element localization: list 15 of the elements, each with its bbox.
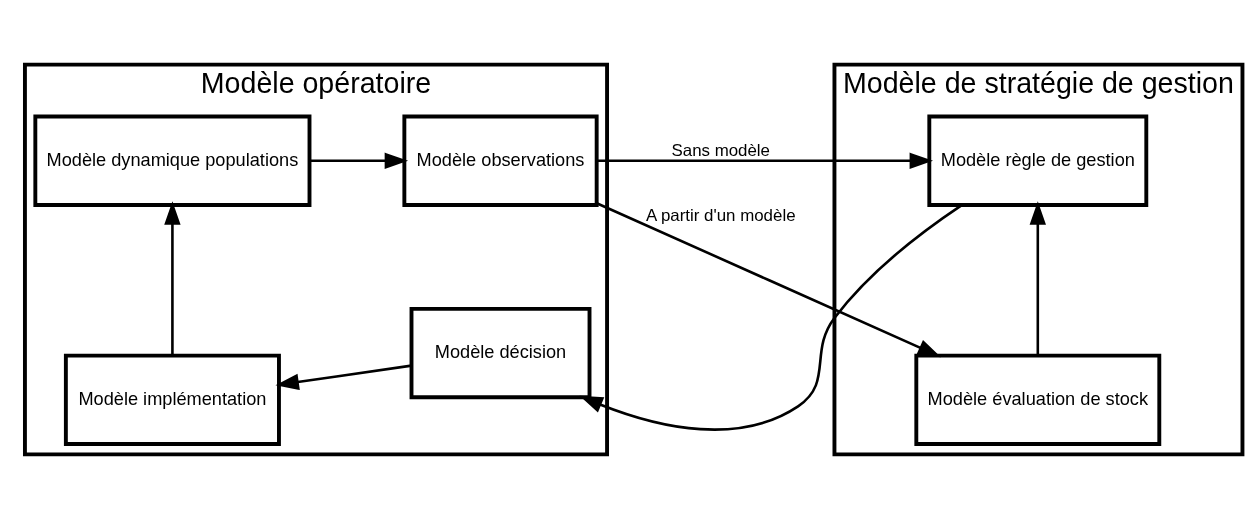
node-box: Modèle évaluation de stock [914,353,1162,446]
arrow [275,363,412,390]
node-box: Modèle dynamique populations [33,114,312,207]
node-box: Modèle observations [402,114,599,207]
edge-label: A partir d'un modèle [645,205,796,225]
node-box: Modèle règle de gestion [927,114,1149,207]
arrow [164,200,181,355]
arrow [596,152,934,169]
arrow [309,152,409,169]
arrow [1029,200,1046,355]
node-box: Modèle décision [409,306,592,399]
node-box: Modèle implémentation [63,353,281,446]
edge-label: Sans modèle [671,140,771,160]
arrow [579,203,963,431]
arrow [596,201,942,357]
